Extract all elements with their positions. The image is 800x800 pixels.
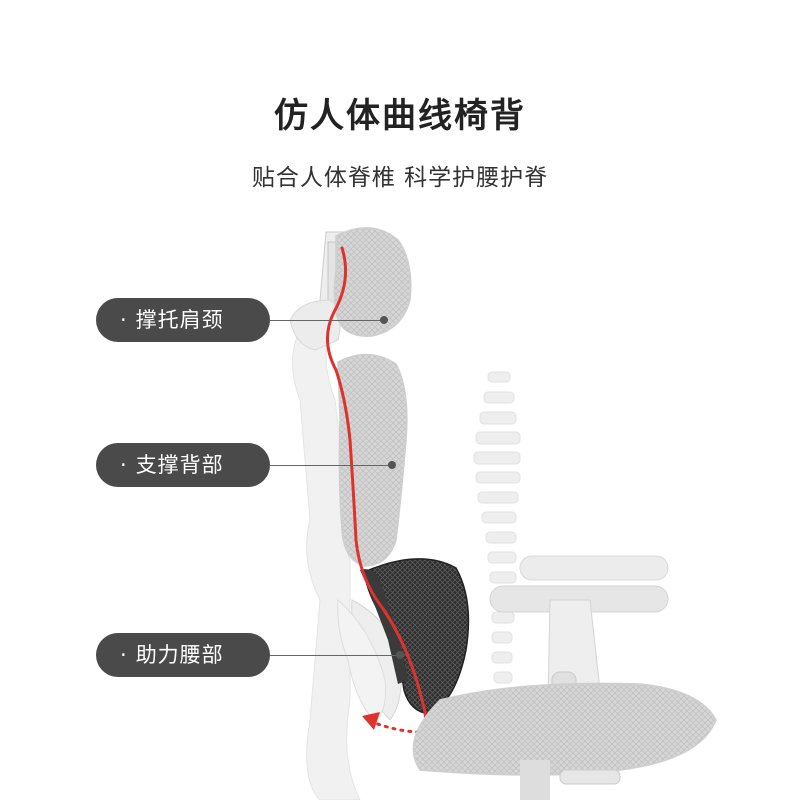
label-text: 助力腰部 [135,643,224,667]
callout-line-lumbar [270,655,396,656]
spine-curve [326,246,428,732]
callout-line-neck [270,320,382,321]
bullet-dot: · [120,308,128,332]
label-text: 支撑背部 [135,453,224,477]
page-title: 仿人体曲线椅背 [274,96,526,136]
callout-line-back [270,465,390,466]
ghost-spine-segments [473,371,521,684]
bullet-dot: · [120,453,128,477]
bullet-dot: · [120,643,128,667]
callout-anchor-back [388,461,396,469]
page-subtitle: 贴合人体脊椎 科学护腰护脊 [251,165,549,191]
label-back-support: · 支撑背部 [96,443,270,487]
label-neck-support: · 撑托肩颈 [96,298,270,342]
label-lumbar-support: · 助力腰部 [96,633,270,677]
label-text: 撑托肩颈 [135,308,224,332]
callout-anchor-lumbar [396,651,404,659]
callout-anchor-neck [380,316,388,324]
